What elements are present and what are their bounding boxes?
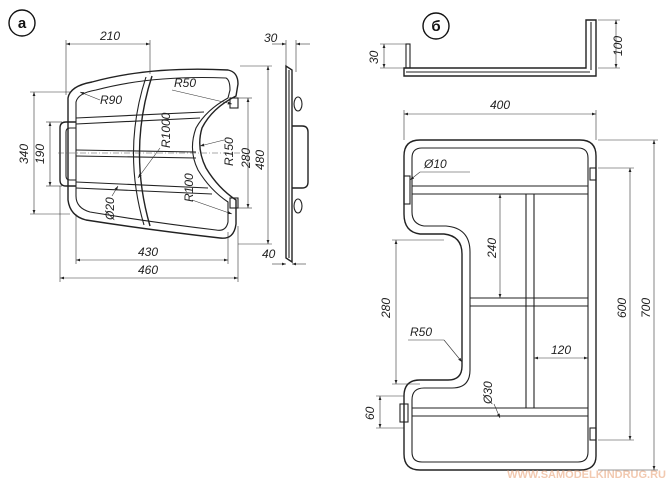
dim-280-a: 280: [239, 148, 253, 169]
dim-r100: R100: [182, 173, 196, 202]
dim-240: 240: [485, 238, 499, 259]
dim-30-a: 30: [264, 31, 278, 45]
dim-r50-b: R50: [410, 325, 432, 339]
view-b-elevation: 30 100: [367, 19, 625, 77]
view-b-label: б: [431, 18, 440, 35]
dim-100: 100: [611, 36, 625, 56]
dim-60: 60: [363, 406, 377, 420]
dim-r150: R150: [222, 137, 236, 166]
dim-d10: Ø10: [423, 157, 447, 171]
dim-280-b: 280: [379, 298, 393, 319]
dim-40: 40: [262, 247, 276, 261]
dim-600: 600: [615, 298, 629, 318]
dim-210: 210: [99, 29, 120, 43]
view-a-frame: [59, 68, 239, 239]
dim-480: 480: [253, 150, 267, 170]
dim-120: 120: [551, 343, 571, 357]
view-a-badge: [8, 9, 36, 37]
dim-460: 460: [138, 263, 158, 277]
dim-400: 400: [490, 98, 510, 112]
dim-30-b: 30: [367, 50, 381, 64]
view-b-badge: [422, 12, 450, 40]
dim-340: 340: [17, 144, 31, 164]
dim-r1000: R1000: [159, 112, 173, 148]
view-a-label: а: [18, 15, 27, 32]
view-b: б 30 100: [363, 12, 658, 471]
dim-190: 190: [33, 144, 47, 164]
dim-700: 700: [639, 298, 653, 318]
dim-r90: R90: [100, 93, 122, 107]
dim-d20-a: Ø20: [103, 197, 117, 221]
view-a-side: 30 40: [262, 31, 310, 266]
view-b-frame: [399, 139, 597, 471]
dim-430: 430: [138, 245, 158, 259]
dim-r50-a: R50: [174, 76, 196, 90]
dim-d30: Ø30: [481, 381, 495, 405]
view-a: а 210 R: [8, 9, 310, 282]
watermark: WWW.SAMODELKINDRUG.RU: [507, 469, 666, 481]
